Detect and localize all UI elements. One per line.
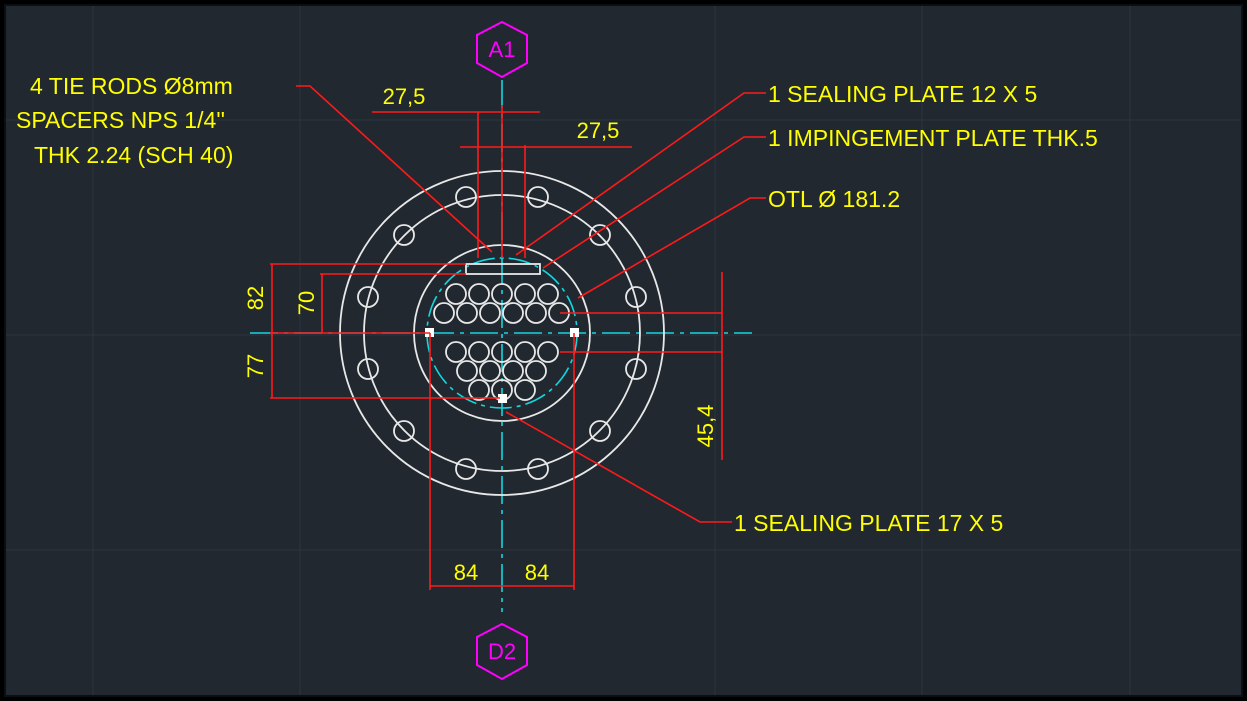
tie-rods-label-line2: SPACERS NPS 1/4'' (16, 107, 225, 133)
otl-label: OTL Ø 181.2 (768, 186, 900, 212)
tube-holes (433, 283, 570, 401)
bolt-holes (357, 186, 647, 480)
dim-left-lower: 77 (243, 354, 268, 378)
dim-bottom-left: 84 (454, 560, 478, 585)
dim-bottom-right: 84 (525, 560, 549, 585)
dim-top-left: 27,5 (383, 84, 426, 109)
dimension-lines (270, 85, 766, 590)
tag-a1-label: A1 (489, 37, 516, 62)
dim-left-outer: 82 (243, 286, 268, 310)
dim-top-right: 27,5 (577, 118, 620, 143)
sealing-plate-bottom-label: 1 SEALING PLATE 17 X 5 (734, 510, 1003, 536)
impingement-plate-label: 1 IMPINGEMENT PLATE THK.5 (768, 125, 1098, 151)
tag-d2: D2 (476, 622, 528, 681)
drafting-grid (6, 6, 1241, 695)
dim-right-vertical: 45,4 (693, 405, 718, 448)
impingement-plate (465, 263, 541, 275)
tie-rods-label-line1: 4 TIE RODS Ø8mm (30, 73, 233, 99)
center-lines (250, 80, 752, 612)
dim-left-inner: 70 (294, 291, 319, 315)
tag-a1: A1 (476, 20, 528, 79)
tag-d2-label: D2 (488, 639, 516, 664)
sealing-plate-top-label: 1 SEALING PLATE 12 X 5 (768, 81, 1037, 107)
tie-rods-label-line3: THK 2.24 (SCH 40) (34, 142, 233, 168)
